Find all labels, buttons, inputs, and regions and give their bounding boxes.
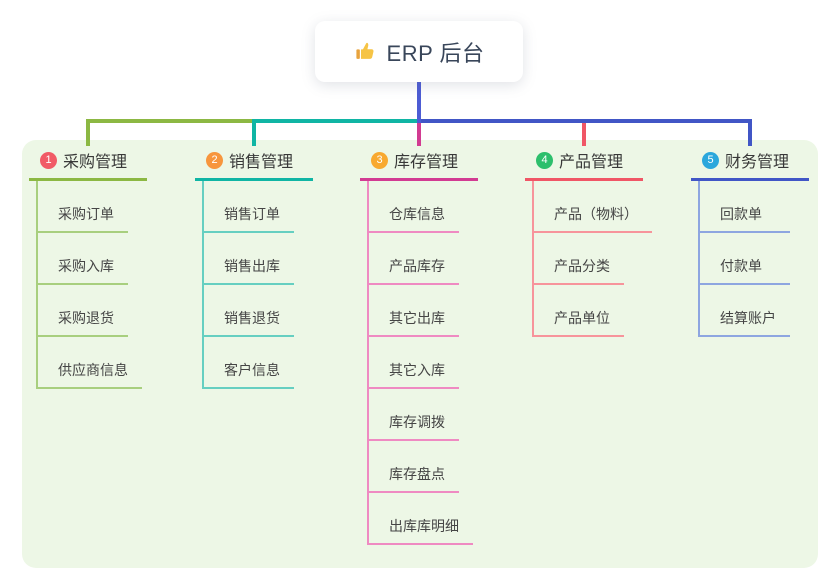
rail-segment-3 (417, 119, 752, 123)
branches-panel (22, 140, 818, 568)
root-node[interactable]: ERP 后台 (315, 21, 523, 82)
child-node[interactable]: 采购入库 (38, 233, 128, 285)
branch-label: 财务管理 (725, 154, 790, 171)
child-node[interactable]: 客户信息 (204, 337, 294, 389)
branch-drop-line (252, 123, 256, 146)
branch-header[interactable]: 1 采购管理 (29, 148, 147, 181)
child-node[interactable]: 销售出库 (204, 233, 294, 285)
branch-label: 采购管理 (63, 154, 128, 171)
child-node[interactable]: 供应商信息 (38, 337, 142, 389)
branch-number-badge: 3 (371, 151, 388, 169)
branch-2: 2 销售管理销售订单销售出库销售退货客户信息 (195, 148, 313, 389)
branch-header[interactable]: 2 销售管理 (195, 148, 313, 181)
child-node[interactable]: 产品库存 (369, 233, 459, 285)
branch-number-badge: 5 (702, 151, 719, 169)
rail-segment-2 (252, 119, 421, 123)
child-node[interactable]: 销售退货 (204, 285, 294, 337)
branch-number-badge: 2 (206, 151, 223, 169)
branch-3: 3 库存管理仓库信息产品库存其它出库其它入库库存调拨库存盘点出库库明细 (360, 148, 478, 545)
child-node[interactable]: 产品（物料） (534, 181, 652, 233)
branch-children: 产品（物料）产品分类产品单位 (532, 181, 652, 337)
branch-header[interactable]: 3 库存管理 (360, 148, 478, 181)
root-label: ERP 后台 (386, 40, 485, 66)
child-node[interactable]: 仓库信息 (369, 181, 459, 233)
child-node[interactable]: 其它出库 (369, 285, 459, 337)
child-node[interactable]: 产品分类 (534, 233, 624, 285)
root-drop-line (417, 82, 421, 123)
branch-label: 销售管理 (229, 154, 294, 171)
child-node[interactable]: 产品单位 (534, 285, 624, 337)
child-node[interactable]: 采购退货 (38, 285, 128, 337)
branch-drop-line (417, 123, 421, 146)
rail-segment-1 (86, 119, 254, 123)
branch-4: 4 产品管理产品（物料）产品分类产品单位 (525, 148, 652, 337)
branch-1: 1 采购管理采购订单采购入库采购退货供应商信息 (29, 148, 147, 389)
thumbs-up-icon (354, 40, 377, 63)
child-node[interactable]: 结算账户 (700, 285, 790, 337)
child-node[interactable]: 付款单 (700, 233, 790, 285)
branch-children: 采购订单采购入库采购退货供应商信息 (36, 181, 147, 389)
branch-header[interactable]: 5 财务管理 (691, 148, 809, 181)
branch-number-badge: 1 (40, 151, 57, 169)
branch-drop-line (86, 123, 90, 146)
branch-drop-line (748, 123, 752, 146)
branch-children: 回款单付款单结算账户 (698, 181, 809, 337)
branch-header[interactable]: 4 产品管理 (525, 148, 643, 181)
branch-children: 仓库信息产品库存其它出库其它入库库存调拨库存盘点出库库明细 (367, 181, 478, 545)
branch-label: 产品管理 (559, 154, 624, 171)
branch-5: 5 财务管理回款单付款单结算账户 (691, 148, 809, 337)
child-node[interactable]: 出库库明细 (369, 493, 473, 545)
child-node[interactable]: 采购订单 (38, 181, 128, 233)
branch-children: 销售订单销售出库销售退货客户信息 (202, 181, 313, 389)
branch-drop-line (582, 123, 586, 146)
child-node[interactable]: 库存盘点 (369, 441, 459, 493)
child-node[interactable]: 其它入库 (369, 337, 459, 389)
child-node[interactable]: 销售订单 (204, 181, 294, 233)
child-node[interactable]: 回款单 (700, 181, 790, 233)
child-node[interactable]: 库存调拨 (369, 389, 459, 441)
branch-label: 库存管理 (394, 154, 459, 171)
branch-number-badge: 4 (536, 151, 553, 169)
